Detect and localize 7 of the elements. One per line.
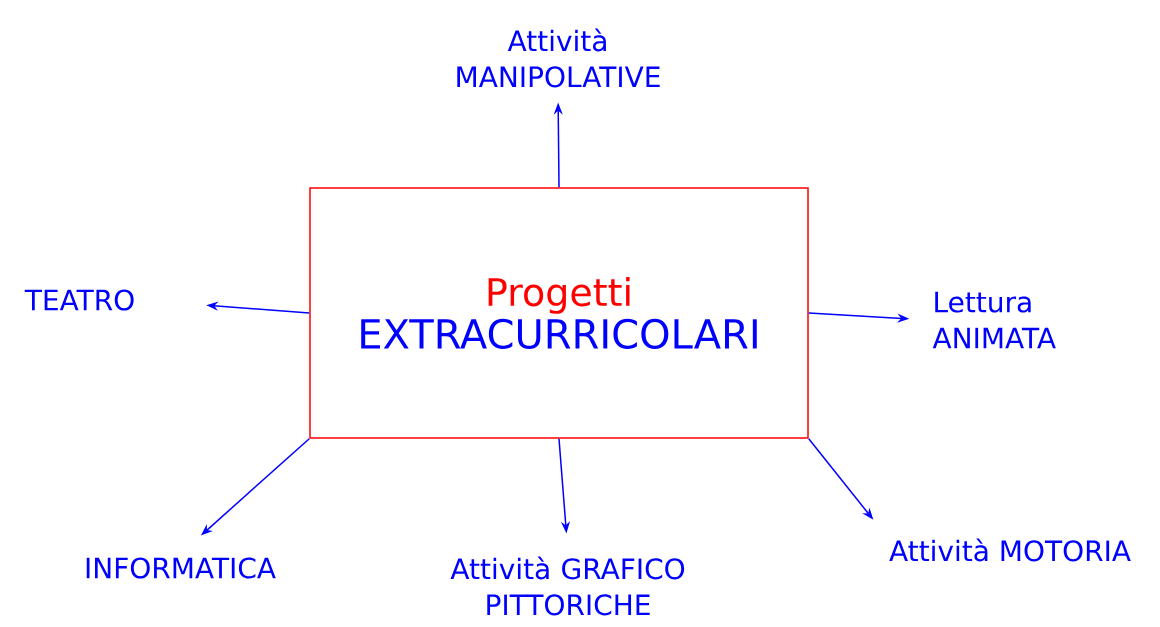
label-text: INFORMATICA [86, 557, 276, 579]
label-text: Attività GRAFICO PITTORICHE [450, 556, 685, 616]
label-text: TEATRO [24, 289, 134, 311]
label-text: Attività MANIPOLATIVE [457, 28, 660, 88]
label-text: Attività MOTORIA [889, 538, 1131, 562]
label-text: Lettura ANIMATA [932, 291, 1056, 349]
process-box: Progetti EXTRACURRICOLARI [309, 187, 809, 439]
